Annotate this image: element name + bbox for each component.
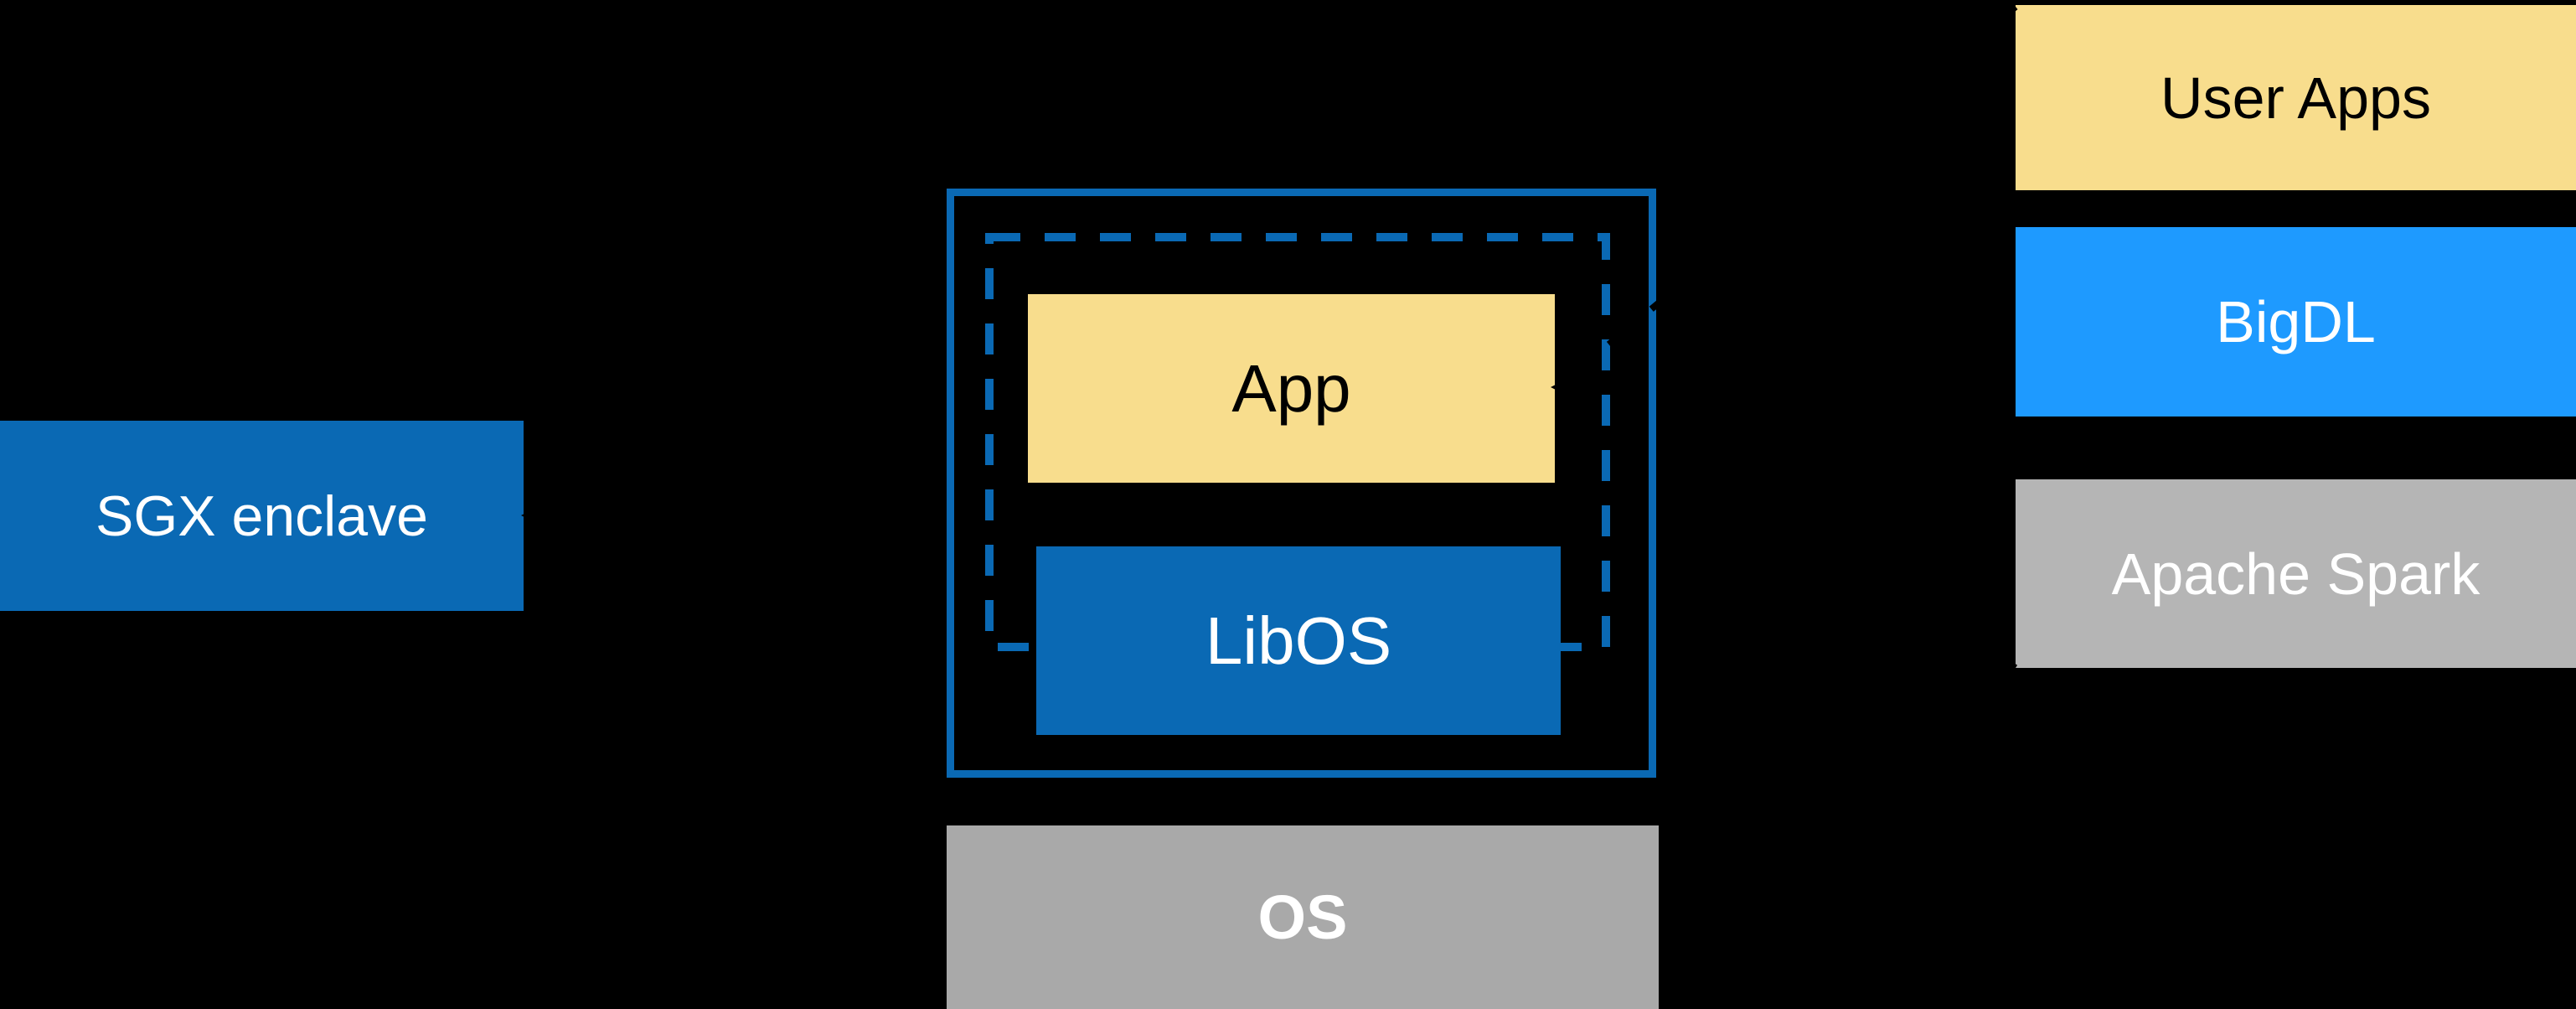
stack-to-app-arrowhead-icon (1551, 375, 1576, 400)
stack-to-app-top-line (1555, 3, 2018, 391)
sgx-enclave-label: SGX enclave (96, 484, 428, 548)
sgx-label-arrowhead-icon (521, 503, 546, 528)
stack-to-app-bottom-line (1555, 384, 2018, 671)
app-label: App (1231, 350, 1351, 426)
user-apps-box: User Apps (2016, 5, 2576, 190)
libos-label: LibOS (1205, 603, 1392, 678)
user-apps-label: User Apps (2160, 65, 2431, 131)
apache-spark-label: Apache Spark (2111, 541, 2480, 607)
apache-spark-box: Apache Spark (2016, 479, 2576, 668)
bigdl-label: BigDL (2216, 289, 2376, 354)
sgx-enclave-box: SGX enclave (0, 421, 524, 611)
app-box: App (1028, 294, 1555, 483)
bigdl-box: BigDL (2016, 227, 2576, 417)
libos-box: LibOS (1036, 546, 1561, 735)
enclave-outer-frame (947, 189, 1656, 778)
os-label: OS (1257, 882, 1348, 952)
os-box: OS (947, 825, 1659, 1009)
